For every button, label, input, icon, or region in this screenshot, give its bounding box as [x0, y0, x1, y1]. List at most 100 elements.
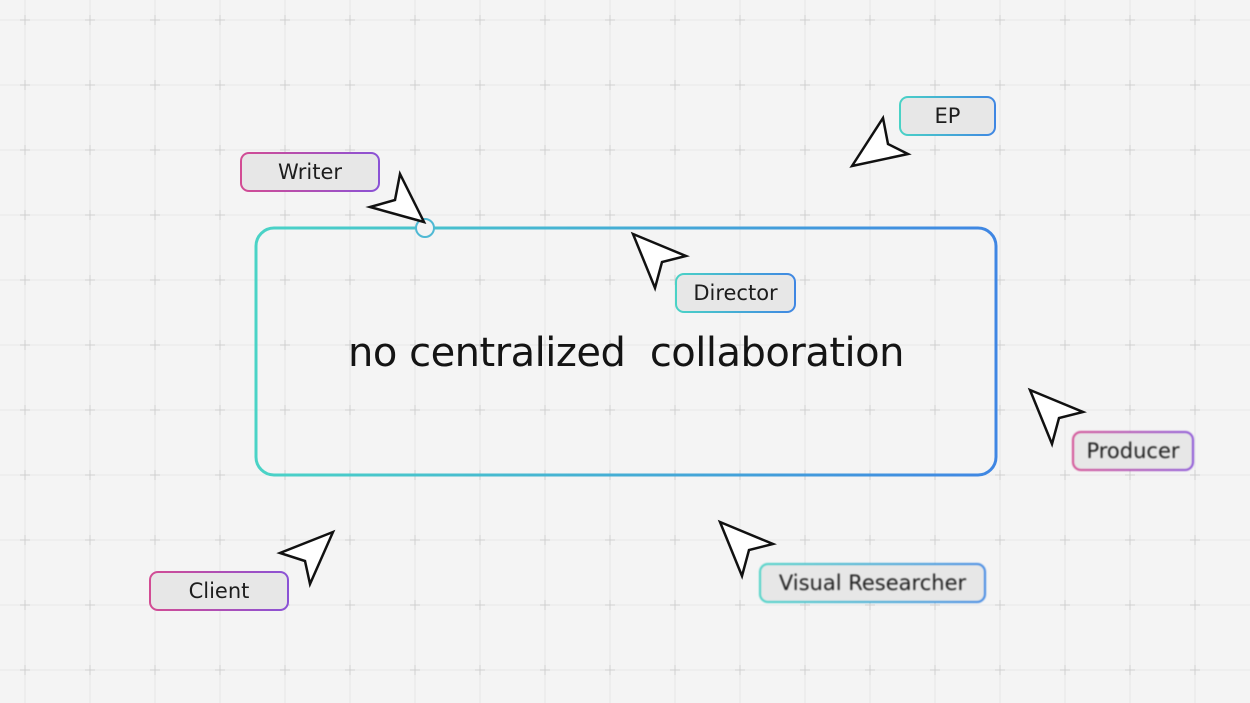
grid-plus-marker: [215, 145, 225, 155]
collaborator-tag-ep: EP: [899, 96, 996, 136]
grid-plus-marker: [150, 15, 160, 25]
grid-plus-marker: [410, 275, 420, 285]
grid-plus-marker: [475, 80, 485, 90]
grid-plus-marker: [605, 80, 615, 90]
grid-plus-marker: [1190, 275, 1200, 285]
grid-plus-marker: [930, 275, 940, 285]
grid-plus-marker: [800, 15, 810, 25]
grid-plus-marker: [85, 665, 95, 675]
grid-plus-marker: [85, 80, 95, 90]
grid-plus-marker: [1060, 210, 1070, 220]
collaborator-tag-visual-researcher: Visual Researcher: [759, 563, 986, 603]
grid-plus-marker: [410, 15, 420, 25]
grid-plus-marker: [20, 665, 30, 675]
grid-plus-marker: [345, 340, 355, 350]
grid-plus-marker: [930, 145, 940, 155]
grid-plus-marker: [670, 15, 680, 25]
tag-label-visual-researcher: Visual Researcher: [778, 571, 967, 595]
grid-plus-marker: [865, 210, 875, 220]
grid-plus-marker: [865, 405, 875, 415]
grid-plus-marker: [735, 600, 745, 610]
grid-plus-marker: [1190, 665, 1200, 675]
grid-plus-marker: [800, 275, 810, 285]
grid-plus-marker: [20, 470, 30, 480]
grid-plus-marker: [865, 275, 875, 285]
grid-plus-marker: [475, 210, 485, 220]
grid-plus-marker: [865, 600, 875, 610]
grid-plus-marker: [475, 340, 485, 350]
grid-plus-marker: [1190, 470, 1200, 480]
grid-plus-marker: [215, 470, 225, 480]
grid-plus-marker: [475, 535, 485, 545]
grid-plus-marker: [995, 145, 1005, 155]
grid-plus-marker: [540, 535, 550, 545]
grid-plus-marker: [1060, 80, 1070, 90]
grid-plus-marker: [150, 340, 160, 350]
grid-plus-marker: [670, 600, 680, 610]
grid-plus-marker: [1190, 340, 1200, 350]
grid-plus-marker: [1125, 15, 1135, 25]
grid-plus-marker: [20, 15, 30, 25]
grid-plus-marker: [800, 600, 810, 610]
grid-plus-marker: [540, 80, 550, 90]
grid-plus-marker: [930, 80, 940, 90]
collaborator-tag-producer: Producer: [1072, 431, 1194, 471]
grid-plus-marker: [995, 80, 1005, 90]
grid-plus-marker: [280, 535, 290, 545]
grid-plus-marker: [1190, 405, 1200, 415]
grid-plus-marker: [85, 275, 95, 285]
grid-plus-marker: [1190, 145, 1200, 155]
grid-plus-marker: [865, 340, 875, 350]
grid-plus-marker: [735, 665, 745, 675]
grid-plus-marker: [345, 145, 355, 155]
tag-label-writer: Writer: [277, 160, 343, 184]
grid-plus-marker: [540, 145, 550, 155]
grid-plus-marker: [605, 600, 615, 610]
grid-plus-marker: [1125, 405, 1135, 415]
grid-plus-marker: [85, 340, 95, 350]
grid-plus-marker: [475, 405, 485, 415]
frame-anchor-handle: [415, 218, 435, 238]
grid-plus-marker: [475, 600, 485, 610]
grid-plus-marker: [20, 405, 30, 415]
grid-plus-marker: [735, 340, 745, 350]
grid-plus-marker: [410, 665, 420, 675]
grid-plus-marker: [735, 80, 745, 90]
grid-plus-marker: [410, 80, 420, 90]
grid-plus-marker: [345, 665, 355, 675]
grid-plus-marker: [605, 275, 615, 285]
grid-plus-marker: [475, 665, 485, 675]
grid-plus-marker: [800, 340, 810, 350]
grid-plus-marker: [85, 600, 95, 610]
grid-plus-marker: [540, 340, 550, 350]
grid-plus-marker: [150, 275, 160, 285]
tag-label-producer: Producer: [1086, 439, 1180, 463]
grid-plus-marker: [150, 665, 160, 675]
grid-plus-marker: [930, 405, 940, 415]
ep-cursor-icon: [849, 114, 912, 168]
grid-plus-marker: [150, 80, 160, 90]
grid-plus-marker: [215, 210, 225, 220]
grid-plus-marker: [345, 275, 355, 285]
grid-plus-marker: [410, 340, 420, 350]
grid-plus-marker: [20, 600, 30, 610]
grid-plus-marker: [280, 145, 290, 155]
grid-plus-marker: [800, 405, 810, 415]
grid-plus-marker: [930, 535, 940, 545]
grid-plus-marker: [1125, 600, 1135, 610]
grid-plus-marker: [215, 340, 225, 350]
grid-plus-marker: [670, 535, 680, 545]
grid-plus-marker: [735, 15, 745, 25]
tag-label-director: Director: [693, 281, 778, 305]
grid-plus-marker: [85, 145, 95, 155]
grid-plus-marker: [800, 535, 810, 545]
grid-plus-marker: [280, 665, 290, 675]
grid-plus-marker: [670, 145, 680, 155]
grid-plus-marker: [280, 340, 290, 350]
grid-plus-marker: [85, 210, 95, 220]
grid-plus-marker: [735, 145, 745, 155]
grid-plus-marker: [1060, 535, 1070, 545]
grid-plus-marker: [605, 145, 615, 155]
grid-plus-marker: [930, 210, 940, 220]
